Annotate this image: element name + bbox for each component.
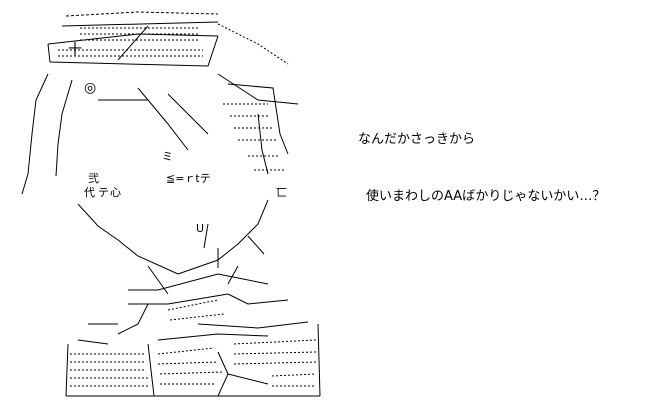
face-char-right-eye: ≦=ｒtテ: [166, 172, 211, 185]
neck: [147, 265, 239, 295]
ascii-art-drawing: 十 ◎: [21, 11, 321, 397]
ascii-art-character: 十 ◎: [18, 4, 338, 400]
uniform-shading: [70, 299, 317, 387]
face-char-box: 匸: [276, 186, 287, 199]
speech-line-1: なんだかさっきから: [358, 132, 476, 147]
face-char-mi: ミ: [162, 150, 173, 163]
face-char-mouth: U: [196, 222, 204, 235]
face-outline: [21, 73, 299, 275]
hat: 十: [47, 11, 289, 67]
speech-text: なんだかさっきから 使いまわしのAAばかりじゃないかい…？: [358, 92, 648, 244]
face-char-left-eye: 弐: [88, 172, 99, 185]
face-char-cheek: 代: [84, 186, 95, 199]
hat-cross-label: 十: [68, 42, 82, 58]
emblem-symbol: ◎: [84, 80, 96, 96]
hair-shading: [223, 103, 284, 171]
uniform-body: [65, 323, 321, 397]
face-char-te: テ: [98, 186, 109, 199]
speech-line-2: 使いまわしのAAばかりじゃないかい…？: [366, 189, 606, 204]
face-char-heart: 心: [110, 186, 121, 199]
collar: [77, 273, 309, 345]
